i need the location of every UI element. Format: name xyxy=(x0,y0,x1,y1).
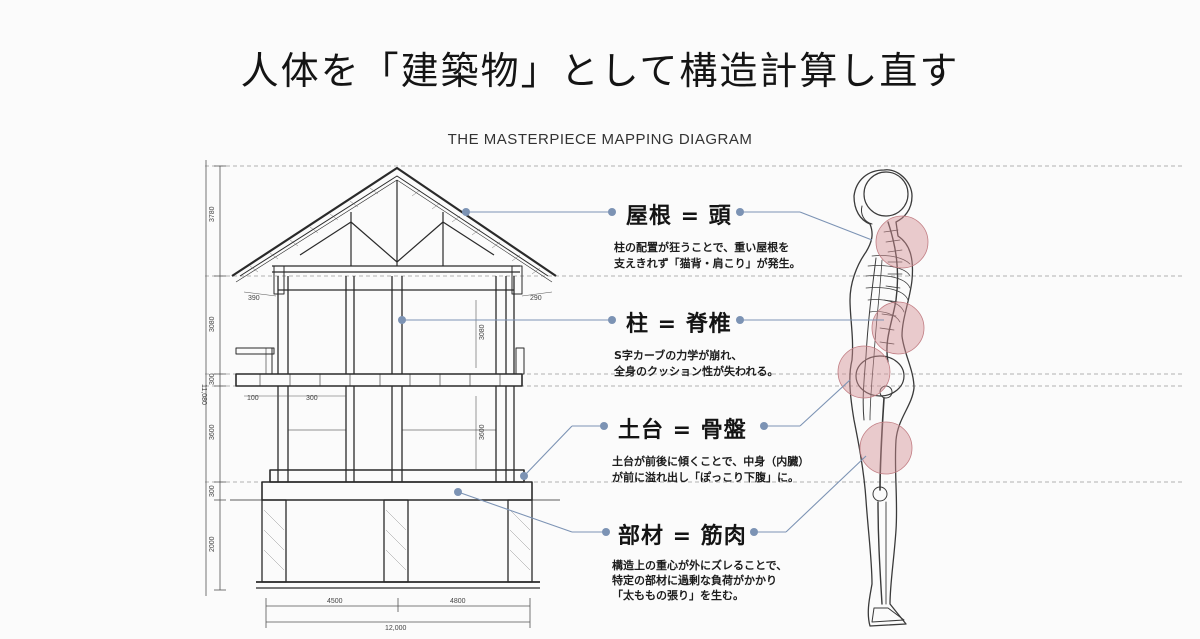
callout-title: 柱 = 脊椎 xyxy=(626,312,732,337)
dim-left-3: 300 xyxy=(209,373,216,385)
dim-balcony-depth: 100 xyxy=(247,395,259,402)
diagram-subtitle: THE MASTERPIECE MAPPING DIAGRAM xyxy=(447,131,753,148)
connector-dots xyxy=(398,208,768,536)
callout-title: 部材 = 筋肉 xyxy=(618,524,747,549)
callout-title: 土台 = 骨盤 xyxy=(618,418,747,443)
human-figure xyxy=(849,169,915,627)
callout-roof-head: 屋根 = 頭 柱の配置が狂うことで、重い屋根を 支えきれず「猫背・肩こり」が発生… xyxy=(614,198,801,272)
callout-member-muscle: 部材 = 筋肉 構造上の重心が外にズレることで、 特定の部材に過剰な負荷がかかり… xyxy=(612,518,787,603)
dim-eave-right: 290 xyxy=(530,295,542,302)
highlight-circles xyxy=(837,215,929,475)
callout-description: 柱の配置が狂うことで、重い屋根を 支えきれず「猫背・肩こり」が発生。 xyxy=(614,241,801,270)
dim-left-1: 3780 xyxy=(209,206,216,222)
page-title: 人体を「建築物」として構造計算し直す xyxy=(240,49,960,93)
callout-title: 屋根 = 頭 xyxy=(626,204,732,229)
inner-dimensions xyxy=(243,291,553,470)
callout-description: S字カーブの力学が崩れ、 全身のクッション性が失われる。 xyxy=(614,349,779,378)
dim-left-total: 11,080 xyxy=(200,384,207,405)
callout-column-spine: 柱 = 脊椎 S字カーブの力学が崩れ、 全身のクッション性が失われる。 xyxy=(614,306,778,380)
dim-bottom-1: 4500 xyxy=(327,598,343,605)
dim-inner-upper: 3080 xyxy=(479,324,486,340)
house-section xyxy=(230,166,560,589)
dim-inner-lower: 3600 xyxy=(479,424,486,440)
connector-lines xyxy=(402,211,884,533)
callout-foundation-pelvis: 土台 = 骨盤 土台が前後に傾くことで、中身（内臓） が前に溢れ出し「ぽっこり下… xyxy=(612,412,809,486)
callout-description: 構造上の重心が外にズレることで、 特定の部材に過剰な負荷がかかり 「太ももの張り… xyxy=(612,559,788,602)
callout-description: 土台が前後に傾くことで、中身（内臓） が前に溢れ出し「ぽっこり下腹」に。 xyxy=(612,455,810,484)
bottom-dimension xyxy=(265,598,531,628)
dim-left-6: 2000 xyxy=(209,536,216,552)
left-dimension xyxy=(205,160,226,596)
dim-left-4: 3600 xyxy=(209,424,216,440)
dim-left-5: 300 xyxy=(209,485,216,497)
dim-bottom-total: 12,000 xyxy=(385,625,407,632)
dim-left-2: 3080 xyxy=(209,316,216,332)
dim-eave-left: 390 xyxy=(248,295,260,302)
dim-balcony: 300 xyxy=(306,395,318,402)
dim-bottom-2: 4800 xyxy=(450,598,466,605)
